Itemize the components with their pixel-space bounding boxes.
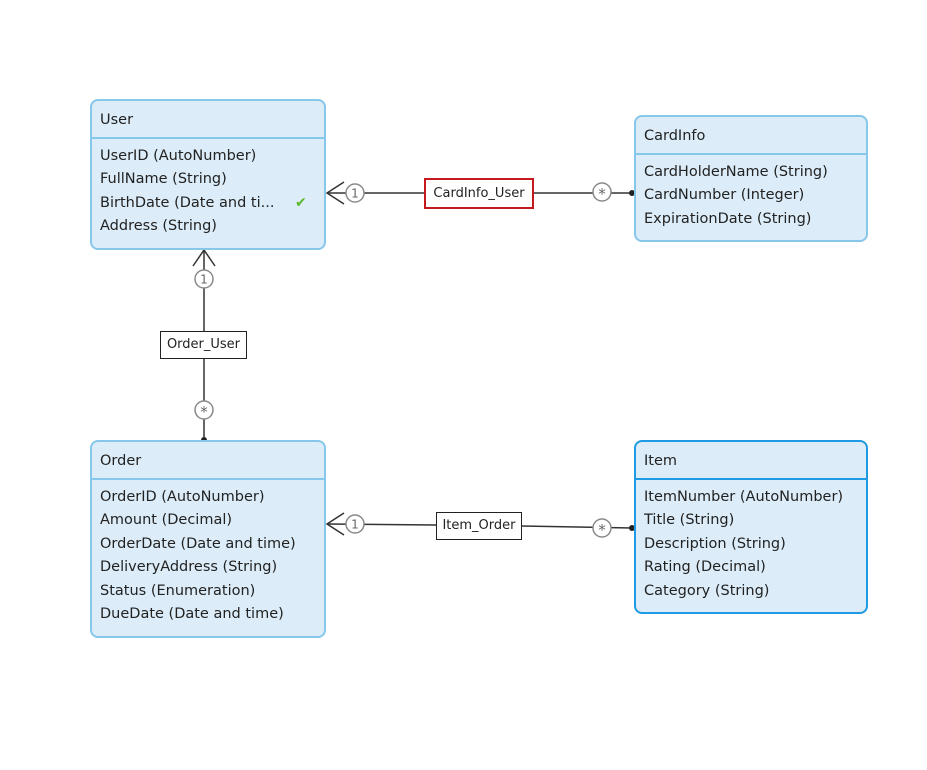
- attribute-row[interactable]: Title (String): [644, 512, 735, 529]
- multiplicity-one-item-order: 1: [345, 514, 365, 534]
- attribute-row[interactable]: Description (String): [644, 535, 786, 552]
- association-label-item-order[interactable]: Item_Order: [436, 512, 522, 540]
- entity-title[interactable]: Item: [636, 442, 866, 480]
- entity-user[interactable]: User UserID (AutoNumber) FullName (Strin…: [90, 99, 326, 250]
- attribute-row[interactable]: FullName (String): [100, 171, 227, 188]
- multiplicity-one-label: 1: [351, 518, 359, 532]
- multiplicity-one-cardinfo-user: 1: [345, 183, 365, 203]
- attribute-row[interactable]: Address (String): [100, 218, 217, 235]
- arrow-head-icon: [325, 181, 345, 205]
- connector-dot-icon: [629, 525, 635, 531]
- attribute-row[interactable]: OrderID (AutoNumber): [100, 489, 265, 505]
- multiplicity-many-label: *: [200, 403, 208, 421]
- attribute-row[interactable]: Category (String): [644, 582, 770, 599]
- multiplicity-one-order-user: 1: [194, 269, 214, 289]
- item-order-line-right[interactable]: [521, 525, 633, 529]
- multiplicity-many-order-user: *: [194, 400, 214, 421]
- association-label-cardinfo-user[interactable]: CardInfo_User: [424, 178, 534, 209]
- checkmark-icon: ✔: [295, 194, 307, 211]
- entity-title[interactable]: Order: [92, 442, 324, 480]
- arrow-head-icon: [325, 512, 345, 536]
- attribute-row[interactable]: CardHolderName (String): [644, 164, 828, 180]
- arrow-head-icon: [192, 248, 216, 267]
- entity-cardinfo[interactable]: CardInfo CardHolderName (String) CardNum…: [634, 115, 868, 242]
- multiplicity-many-label: *: [598, 521, 606, 539]
- connector-dot-icon: [629, 190, 635, 196]
- entity-title[interactable]: CardInfo: [636, 117, 866, 155]
- multiplicity-one-label: 1: [200, 273, 208, 287]
- entity-order[interactable]: Order OrderID (AutoNumber) Amount (Decim…: [90, 440, 326, 638]
- multiplicity-many-label: *: [598, 185, 606, 203]
- attribute-row[interactable]: ExpirationDate (String): [644, 210, 812, 227]
- entity-title[interactable]: User: [92, 101, 324, 139]
- attribute-label: BirthDate (Date and ti...: [100, 194, 275, 211]
- attribute-row[interactable]: BirthDate (Date and ti... ✔: [100, 192, 316, 215]
- attribute-row[interactable]: Status (Enumeration): [100, 582, 256, 599]
- attribute-row[interactable]: DeliveryAddress (String): [100, 559, 278, 576]
- item-order-line-left[interactable]: [327, 523, 437, 526]
- multiplicity-one-label: 1: [351, 187, 359, 201]
- association-label-order-user[interactable]: Order_User: [160, 331, 247, 359]
- attribute-row[interactable]: DueDate (Date and time): [100, 605, 284, 622]
- multiplicity-many-cardinfo-user: *: [592, 182, 612, 203]
- attribute-row[interactable]: CardNumber (Integer): [644, 187, 805, 204]
- attribute-row[interactable]: Amount (Decimal): [100, 512, 233, 529]
- attribute-row[interactable]: ItemNumber (AutoNumber): [644, 489, 844, 505]
- entity-item[interactable]: Item ItemNumber (AutoNumber) Title (Stri…: [634, 440, 868, 614]
- attribute-row[interactable]: Rating (Decimal): [644, 559, 766, 576]
- attribute-row[interactable]: UserID (AutoNumber): [100, 148, 257, 164]
- multiplicity-many-item-order: *: [592, 518, 612, 539]
- attribute-row[interactable]: OrderDate (Date and time): [100, 535, 296, 552]
